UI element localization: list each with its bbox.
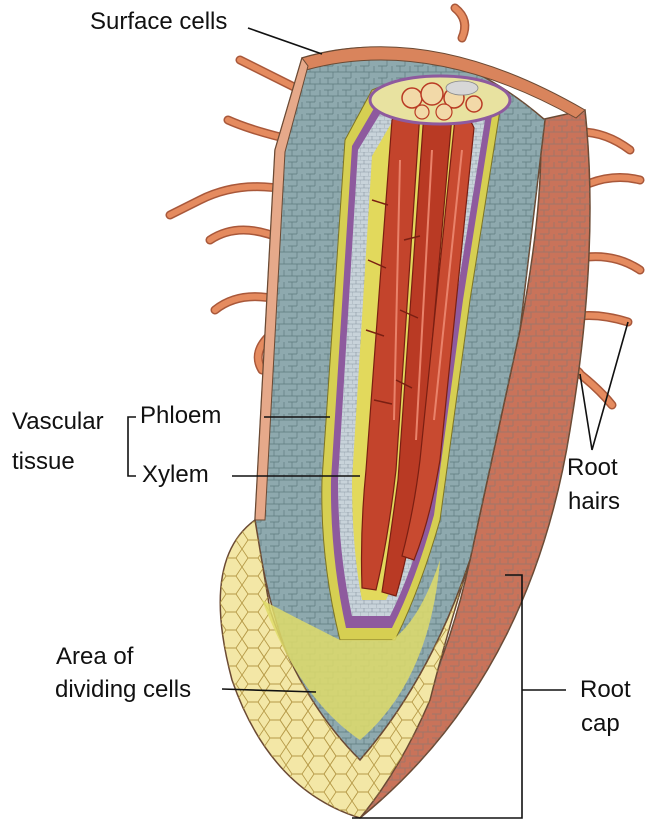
label-vascular: Vascular <box>12 408 104 436</box>
label-root-cap-2: cap <box>581 710 620 738</box>
surface-cells-leader <box>248 28 322 54</box>
label-dividing-cells: dividing cells <box>55 676 191 704</box>
label-phloem: Phloem <box>140 402 221 430</box>
label-xylem: Xylem <box>142 461 209 489</box>
label-area-of: Area of <box>56 643 133 671</box>
label-root-cap-1: Root <box>580 676 631 704</box>
root-hairs-leader <box>580 322 628 450</box>
root-hair <box>240 60 300 90</box>
label-root-hairs-2: hairs <box>568 488 620 516</box>
label-tissue: tissue <box>12 448 75 476</box>
vascular-bracket <box>128 417 136 476</box>
root-body <box>220 47 590 818</box>
label-surface-cells: Surface cells <box>90 8 227 36</box>
vascular-top-face <box>370 76 510 124</box>
label-root-hairs-1: Root <box>567 454 618 482</box>
